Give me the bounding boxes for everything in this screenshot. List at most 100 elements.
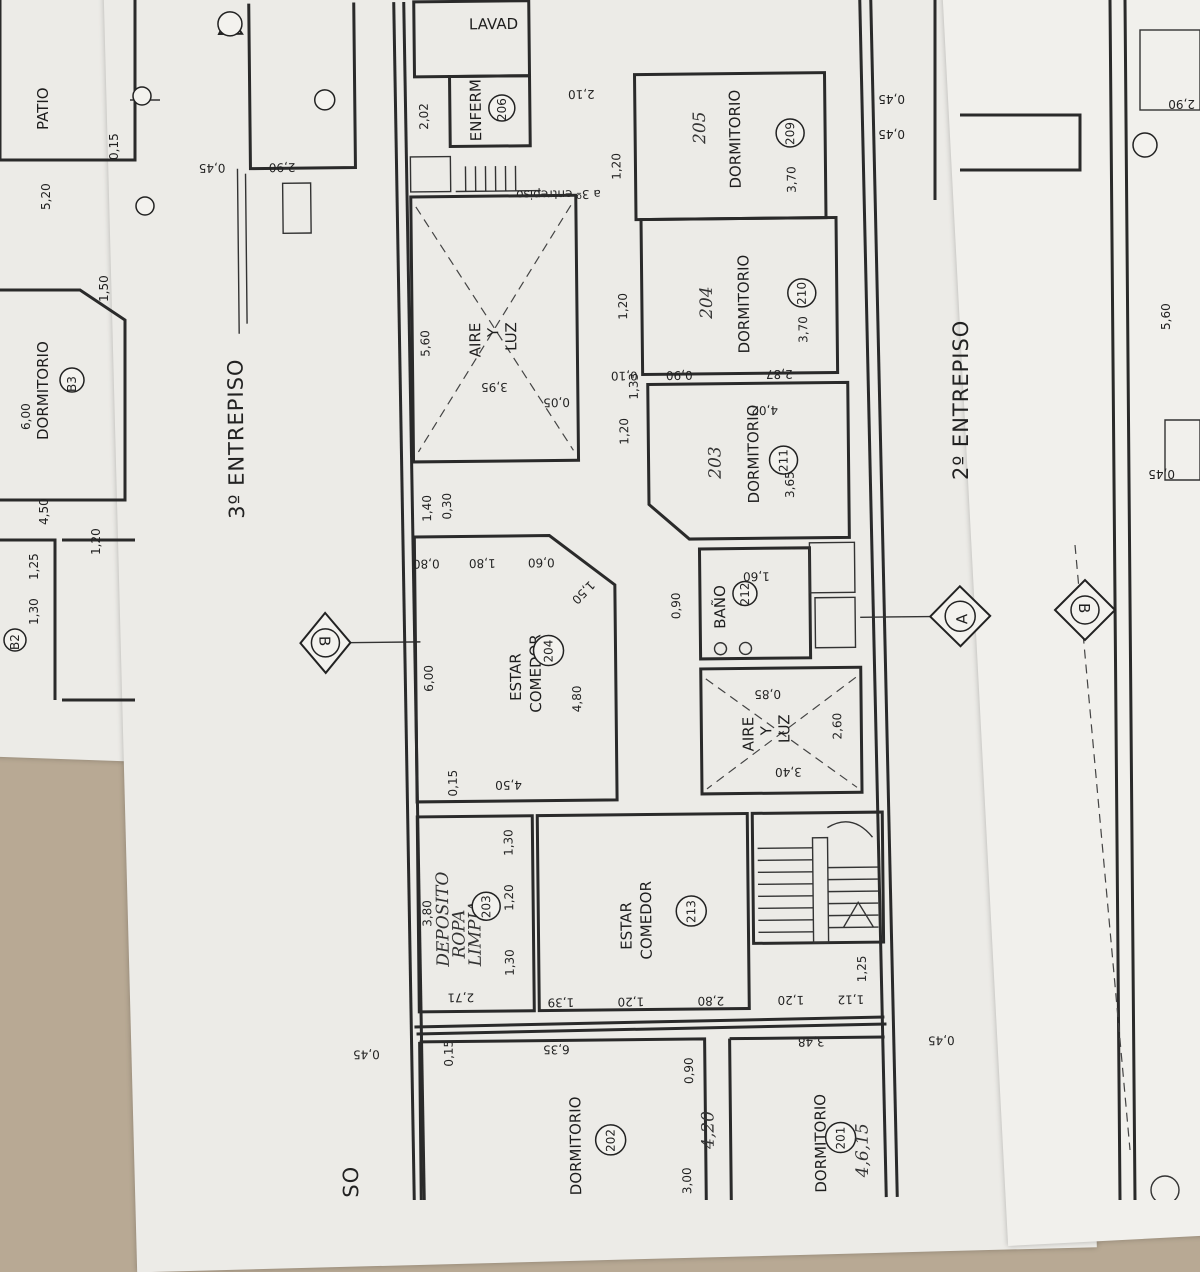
sink-fixture: [738, 641, 753, 656]
svg-text:ESTAR: ESTAR: [617, 902, 635, 950]
dim-label: 6,00: [19, 403, 33, 430]
room-number-circle: [59, 367, 85, 393]
room-number-circle: [775, 118, 805, 148]
spiral-stair-icon: [1164, 419, 1200, 481]
room-number-circle: [732, 580, 758, 607]
left-sheet-plan: PATIO 5,20 DORMITORIO 6,00 B3 1,50 4,50 …: [0, 0, 160, 702]
dim-label: 1,12: [837, 992, 864, 1006]
room-number-203: 203: [479, 895, 493, 918]
estar-comedor-213-label: ESTAR COMEDOR: [617, 881, 656, 960]
dim-label: 0,15: [446, 770, 460, 797]
axis-line-a: [860, 615, 931, 618]
svg-text:LUZ: LUZ: [502, 322, 520, 351]
handwritten-205: 205: [690, 111, 710, 145]
dormitorio-201-label: DORMITORIO: [811, 1094, 830, 1193]
estar-comedor-213-wall: [535, 811, 751, 1013]
dim-label: 0,45: [1148, 467, 1175, 481]
dormitorio-202-label: DORMITORIO: [566, 1096, 585, 1195]
dim-label: 0,10: [611, 369, 638, 383]
dormitorio-209-label: DORMITORIO: [726, 90, 745, 189]
svg-text:ROPA: ROPA: [449, 909, 470, 959]
dim-label: 1,20: [89, 528, 103, 555]
room-number-circle: [824, 1121, 857, 1154]
dim-label: 1,30: [27, 598, 41, 625]
axis-circle-a: [944, 600, 976, 632]
handwritten-420: 4,20: [698, 1111, 718, 1150]
dim-label: 1,20: [616, 293, 630, 320]
svg-text:COMEDOR: COMEDOR: [637, 881, 656, 960]
dim-label: 1,20: [777, 993, 804, 1007]
dim-label: 0,60: [528, 555, 555, 569]
shaft-box: [814, 596, 857, 649]
dormitorio-211-label: DORMITORIO: [744, 405, 763, 504]
dim-label: 1,25: [27, 553, 41, 580]
floor-plan: PATIO 5,20 DORMITORIO 6,00 B3 1,50 4,50 …: [0, 0, 1200, 1200]
dim-label: 2,90: [269, 160, 296, 174]
right-edge-stair-wall: [933, 0, 1082, 200]
dormitorio-210-wall: [639, 215, 840, 377]
dim-label: 3,70: [796, 316, 810, 343]
arrow-icon: [842, 900, 875, 928]
dim-label: 4,80: [570, 685, 584, 712]
room-code-b2: B2: [8, 634, 22, 650]
room-number-213: 213: [684, 900, 698, 923]
lavadero-wall: [412, 0, 532, 79]
dim-label: 3,80: [420, 900, 434, 927]
dim-label: 1,25: [855, 955, 869, 982]
room-number-circle: [768, 445, 799, 475]
room-number-circle: [471, 891, 501, 921]
dim-label: 0,05: [543, 395, 570, 409]
room-number-204: 204: [541, 640, 555, 663]
patio-label: PATIO: [34, 87, 52, 130]
dim-label: 0,15: [107, 133, 121, 160]
dim-label: 1,33: [627, 373, 641, 400]
patio-wall: [0, 0, 137, 162]
dormitorio-201-wall: [728, 1035, 885, 1200]
dim-label: 0,45: [878, 92, 905, 106]
dim-label: 2,87: [766, 367, 793, 381]
room-number-circle: [488, 94, 516, 122]
dim-label: 6,00: [422, 665, 436, 692]
dim-label: 2,60: [830, 713, 844, 740]
room-number-201: 201: [834, 1127, 848, 1150]
aire-luz-bottom-label: AIRE Y LUZ: [739, 714, 793, 751]
svg-text:AIRE: AIRE: [739, 717, 757, 752]
svg-text:AIRE: AIRE: [466, 323, 484, 358]
dim-label: 1,50: [569, 578, 598, 607]
dim-label: 1,80: [469, 556, 496, 570]
room-number-circle: [313, 89, 336, 111]
room-number-circle: [532, 634, 565, 667]
dim-label: 0,45: [199, 161, 226, 175]
right-sheet-room: [1139, 29, 1200, 111]
building-right-wall-inner: [869, 0, 899, 1197]
axis-label-b-right: B: [1075, 603, 1093, 613]
building-right-wall: [858, 0, 888, 1198]
dim-label: 1,39: [547, 995, 574, 1009]
dormitorio-211-wall: [646, 380, 851, 541]
dim-label: 0,90: [669, 592, 683, 619]
dim-label: 1,30: [501, 829, 515, 856]
svg-text:Y: Y: [484, 327, 502, 338]
right-sheet-plan: 5,60 0,45 2,90 B: [1053, 0, 1200, 1200]
shaft-box: [808, 541, 856, 594]
dim-label: 3,70: [784, 166, 798, 193]
center-sheet-plan: 2,90 0,45 3º ENTREPISO B LAVAD ENFERM 20…: [199, 0, 992, 1200]
dim-label: 0,80: [413, 557, 440, 571]
aire-luz-top-label: AIRE Y LUZ: [466, 322, 520, 357]
aire-luz-top-wall: [409, 193, 581, 464]
svg-text:LUZ: LUZ: [775, 714, 793, 743]
room-number-circle: [787, 278, 817, 308]
floor-title-fragment: SO: [339, 1166, 363, 1198]
svg-text:Y: Y: [757, 725, 775, 736]
lavadero-label: LAVAD: [469, 15, 518, 34]
room-number-209: 209: [783, 122, 797, 145]
bano-label: BAÑO: [710, 585, 729, 629]
room-number-202: 202: [604, 1129, 618, 1152]
room-number-210: 210: [795, 282, 809, 305]
estar-comedor-204-wall: [412, 534, 619, 804]
upper-room-wall: [247, 2, 357, 171]
room-number-circle: [3, 628, 27, 652]
dim-label: 0,15: [442, 1040, 456, 1067]
floor-title-second: 2º ENTREPISO: [949, 320, 973, 480]
axis-circle-b: [310, 628, 341, 658]
